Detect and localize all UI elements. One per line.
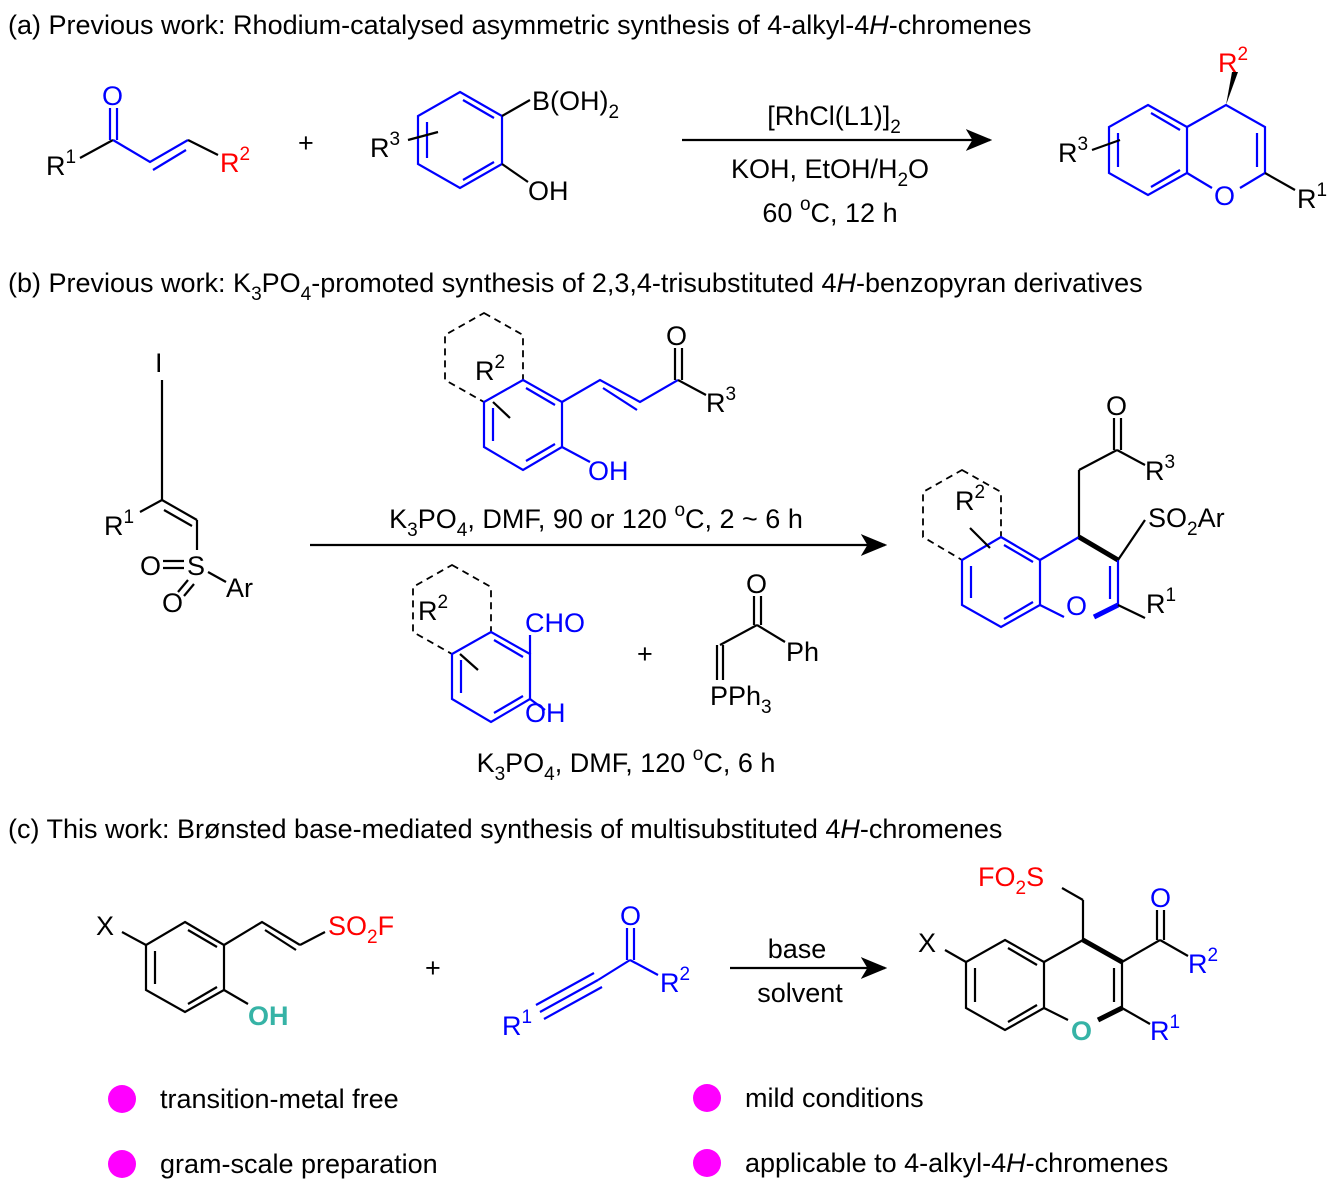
r2-label: R2 bbox=[1218, 44, 1248, 78]
panel-a-title: (a) Previous work: Rhodium-catalysed asy… bbox=[8, 10, 1031, 40]
oxygen-label: O bbox=[1106, 391, 1127, 421]
r1-label: R1 bbox=[1150, 1012, 1180, 1046]
oxygen-label: O bbox=[102, 81, 123, 111]
r2-label: R2 bbox=[220, 144, 250, 178]
so2f-label: SO2F bbox=[328, 911, 394, 948]
vinyl-sulfonyl-fluoride-phenol: X SO2F OH bbox=[96, 911, 394, 1031]
bullet-icon bbox=[108, 1085, 136, 1113]
ynone-structure: O R2 R1 bbox=[502, 901, 690, 1041]
r3-label: R3 bbox=[1145, 452, 1175, 486]
base-solvent-label: KOH, EtOH/H2O bbox=[731, 154, 929, 191]
oxygen-label: O bbox=[140, 551, 161, 581]
chromene-product-c: FO2S O X R2 O R1 bbox=[918, 862, 1218, 1046]
r2-label: R2 bbox=[660, 964, 690, 998]
r1-label: R1 bbox=[46, 147, 76, 181]
panel-c-title: (c) This work: Brønsted base-mediated sy… bbox=[8, 814, 1002, 844]
phenyl-label: Ph bbox=[786, 637, 819, 667]
chromene-product-a: O R2 R1 R3 bbox=[1058, 44, 1327, 214]
oxygen-label: O bbox=[1071, 1016, 1092, 1046]
oxygen-label: O bbox=[666, 321, 687, 351]
feature-list: transition-metal free mild conditions gr… bbox=[108, 1083, 1168, 1179]
r3-label: R3 bbox=[370, 129, 400, 163]
boronic-label: B(OH)2 bbox=[532, 86, 619, 123]
enone-structure: O R1 R2 bbox=[46, 81, 250, 181]
plus-sign: + bbox=[298, 128, 314, 158]
fo2s-label: FO2S bbox=[978, 862, 1044, 899]
vinyl-iodide-sulfone: I R1 O S O Ar bbox=[104, 348, 253, 618]
bullet-icon bbox=[693, 1084, 721, 1112]
feature-item: mild conditions bbox=[745, 1083, 924, 1113]
benzopyran-product-b: O R3 SO2Ar R2 O R1 bbox=[922, 391, 1225, 629]
r3-label: R3 bbox=[1058, 134, 1088, 168]
so2ar-label: SO2Ar bbox=[1148, 503, 1225, 540]
r1-label: R1 bbox=[502, 1007, 532, 1041]
iodine-label: I bbox=[155, 348, 163, 378]
feature-item: transition-metal free bbox=[160, 1084, 399, 1114]
oxygen-label: O bbox=[746, 569, 767, 599]
oxygen-label: O bbox=[1214, 181, 1235, 211]
feature-item: applicable to 4-alkyl-4H-chromenes bbox=[745, 1148, 1168, 1178]
r3-label: R3 bbox=[706, 384, 736, 418]
solvent-label: solvent bbox=[757, 978, 843, 1008]
pph3-label: PPh3 bbox=[710, 681, 772, 718]
feature-item: gram-scale preparation bbox=[160, 1149, 438, 1179]
x-label: X bbox=[918, 928, 936, 958]
r1-label: R1 bbox=[104, 507, 134, 541]
x-label: X bbox=[96, 911, 114, 941]
base-label: base bbox=[768, 934, 827, 964]
oxygen-label: O bbox=[1066, 591, 1087, 621]
sulfur-label: S bbox=[187, 551, 205, 581]
r2-label: R2 bbox=[475, 352, 505, 386]
bullet-icon bbox=[108, 1150, 136, 1178]
boronic-acid-structure: B(OH)2 OH R3 bbox=[370, 86, 619, 206]
plus-sign: + bbox=[637, 639, 653, 669]
oh-label: OH bbox=[525, 698, 566, 728]
plus-sign: + bbox=[425, 953, 441, 983]
r2-label: R2 bbox=[418, 592, 448, 626]
panel-b-title: (b) Previous work: K3PO4-promoted synthe… bbox=[8, 268, 1143, 305]
oxygen-label: O bbox=[620, 901, 641, 931]
salicylaldehyde-structure: CHO OH R2 bbox=[412, 563, 585, 728]
temp-time-label: 60 oC, 12 h bbox=[762, 194, 897, 228]
r1-label: R1 bbox=[1146, 585, 1176, 619]
oh-label: OH bbox=[248, 1001, 289, 1031]
conditions-bottom-label: K3PO4, DMF, 120 oC, 6 h bbox=[477, 744, 776, 785]
oh-label: OH bbox=[528, 176, 569, 206]
ylide-structure: O Ph PPh3 bbox=[710, 569, 819, 718]
oh-label: OH bbox=[588, 456, 629, 486]
bullet-icon bbox=[693, 1149, 721, 1177]
aryl-label: Ar bbox=[226, 573, 253, 603]
oxygen-label: O bbox=[1150, 883, 1171, 913]
catalyst-label: [RhCl(L1)]2 bbox=[767, 101, 901, 138]
cho-label: CHO bbox=[525, 608, 585, 638]
r1-label: R1 bbox=[1297, 180, 1327, 214]
r2-label: R2 bbox=[955, 482, 985, 516]
oxygen-label: O bbox=[162, 588, 183, 618]
conditions-top-label: K3PO4, DMF, 90 or 120 oC, 2 ~ 6 h bbox=[389, 500, 803, 541]
r2-label: R2 bbox=[1188, 945, 1218, 979]
hydroxychalcone-structure: O R3 R2 OH bbox=[444, 311, 736, 486]
